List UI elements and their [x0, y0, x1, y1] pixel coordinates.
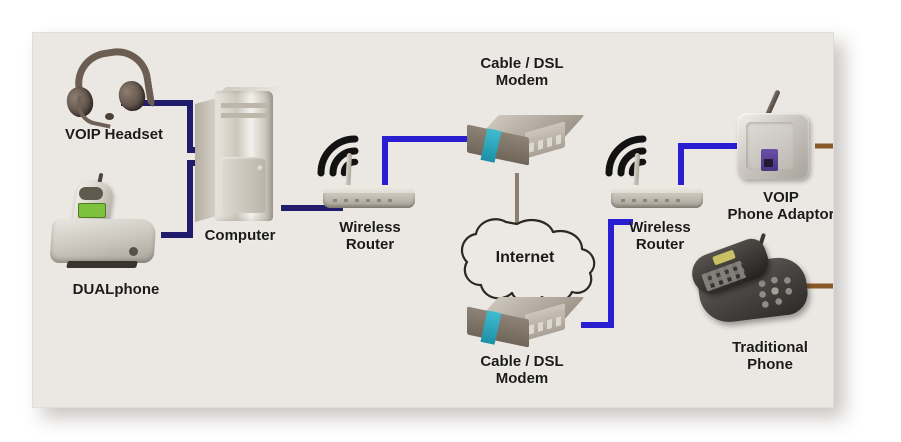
traditional-phone-icon: [686, 232, 811, 329]
network-diagram-panel: Internet VOIP Headset: [32, 32, 834, 408]
wire-adaptor-to-traditional-phone: [805, 143, 833, 289]
label-modem-top: Cable / DSL Modem: [480, 55, 564, 89]
wire-router-right-to-adaptor: [678, 143, 755, 197]
connection-lines: Internet: [121, 100, 833, 328]
label-computer: Computer: [204, 227, 276, 244]
desktop-tower-icon: [195, 87, 285, 223]
headset-icon: [61, 43, 156, 129]
label-voip-headset: VOIP Headset: [64, 126, 164, 143]
label-wireless-router-right: Wireless Router: [629, 219, 691, 253]
label-modem-bottom: Cable / DSL Modem: [480, 353, 564, 387]
modem-icon: [467, 115, 585, 171]
voip-adaptor-icon: [733, 89, 817, 187]
wireless-router-icon: [605, 131, 709, 217]
cordless-phone-icon: [49, 172, 163, 277]
wire-router-left-to-modem-top: [382, 136, 501, 197]
label-voip-phone-adaptor: VOIP Phone Adaptor: [727, 189, 834, 223]
label-dualphone: DUALphone: [72, 281, 160, 298]
label-traditional-phone: Traditional Phone: [732, 339, 808, 373]
cloud-label: Internet: [496, 249, 555, 266]
modem-icon: [467, 297, 585, 353]
wire-modem-bottom-to-router-right: [581, 219, 633, 328]
label-wireless-router-left: Wireless Router: [339, 219, 401, 253]
wireless-router-icon: [317, 131, 421, 217]
